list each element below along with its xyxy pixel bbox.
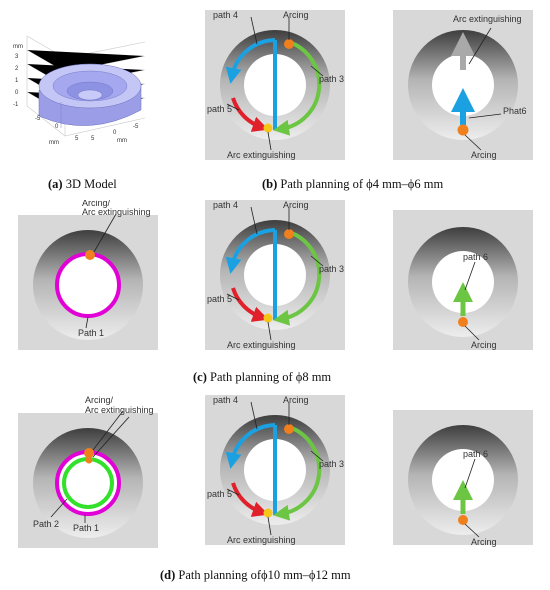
label-arcing: Arcing — [283, 200, 309, 210]
label-path3: path 3 — [319, 264, 344, 274]
label-arcing: Arcing — [471, 537, 497, 547]
arcing-marker — [457, 124, 469, 136]
axis-unit-y: mm — [117, 138, 127, 144]
label-arcing: Arcing — [283, 395, 309, 405]
label-arcing-slash: Arcing/ — [85, 395, 114, 405]
path-plan-c-circle: Arcing/ Arc extinguishing Path 1 — [18, 200, 158, 350]
svg-text:5: 5 — [75, 136, 79, 142]
label-path4: path 4 — [213, 200, 238, 210]
svg-text:2: 2 — [15, 66, 19, 72]
label-path1: Path 1 — [73, 523, 99, 533]
label-path5: path 5 — [207, 294, 232, 304]
svg-text:-5: -5 — [35, 116, 41, 122]
svg-text:0: 0 — [113, 130, 117, 136]
path-plan-c-straight: path 6 Arcing — [393, 210, 533, 350]
arcing-marker — [84, 448, 94, 458]
label-path6: path 6 — [463, 252, 488, 262]
caption-c: (c) Path planning of ϕ8 mm — [193, 370, 332, 384]
path3-arrow — [273, 40, 322, 136]
svg-text:5: 5 — [91, 136, 95, 142]
label-arc-extinguishing: Arc extinguishing — [227, 340, 296, 350]
svg-text:3: 3 — [15, 54, 19, 60]
label-arc-extinguishing: Arc extinguishing — [82, 207, 151, 217]
caption-a: (a) 3D Model — [48, 177, 117, 191]
label-path5: path 5 — [207, 104, 232, 114]
caption-d: (d) Path planning ofϕ10 mm–ϕ12 mm — [160, 568, 351, 582]
label-arc-extinguishing: Arc extinguishing — [453, 14, 522, 24]
arcing-marker — [284, 39, 294, 49]
path-plan-c-spiral: path 4 Arcing path 3 path 5 Arc extingui… — [205, 200, 345, 350]
path-plan-b-straight: Arc extinguishing Phat6 Arcing — [393, 10, 533, 160]
path-plan-d-spiral: path 4 Arcing path 3 path 5 Arc extingui… — [205, 395, 345, 545]
label-phat6: Phat6 — [503, 106, 527, 116]
label-arcing-slash: Arcing/ — [82, 200, 111, 208]
path4-arrow — [225, 38, 276, 84]
label-arc-extinguishing: Arc extinguishing — [227, 535, 296, 545]
axis-unit-x: mm — [49, 140, 59, 146]
label-path3: path 3 — [319, 74, 344, 84]
path-plan-d-straight: path 6 Arcing — [393, 410, 533, 547]
arc-extinguishing-marker — [263, 508, 273, 518]
path3-arrow — [273, 425, 322, 521]
label-path2: Path 2 — [33, 519, 59, 529]
label-arcing: Arcing — [471, 150, 497, 160]
label-path4: path 4 — [213, 10, 238, 20]
arcing-marker — [85, 250, 95, 260]
path-plan-b-spiral: path 4 Arcing path 3 path 5 Arc extingui… — [205, 10, 345, 160]
axis-unit-z: mm — [13, 44, 23, 50]
path3-arrow — [273, 230, 322, 326]
label-path3: path 3 — [319, 459, 344, 469]
label-path5: path 5 — [207, 489, 232, 499]
arcing-marker — [458, 515, 468, 525]
path5-arrow — [231, 287, 269, 322]
label-arcing: Arcing — [283, 10, 309, 20]
svg-text:-1: -1 — [13, 102, 19, 108]
path4-arrow — [225, 423, 276, 469]
label-path6: path 6 — [463, 449, 488, 459]
path4-arrow — [225, 228, 276, 274]
label-arcing: Arcing — [471, 340, 497, 350]
path5-arrow — [231, 482, 269, 517]
inner-arcing-marker — [85, 456, 93, 464]
svg-text:0: 0 — [55, 124, 59, 130]
svg-text:0: 0 — [15, 90, 19, 96]
arc-extinguishing-marker — [263, 313, 273, 323]
label-arc-extinguishing: Arc extinguishing — [85, 405, 154, 415]
path5-arrow — [231, 97, 269, 132]
svg-text:-5: -5 — [133, 124, 139, 130]
arcing-marker — [284, 424, 294, 434]
arc-extinguishing-marker — [263, 123, 273, 133]
label-arc-extinguishing: Arc extinguishing — [227, 150, 296, 160]
model-3d-panel: mm 3 2 1 0 -1 -5 0 5 mm 5 0 -5 mm — [5, 28, 155, 148]
svg-text:1: 1 — [15, 78, 19, 84]
caption-b: (b) Path planning of ϕ4 mm–ϕ6 mm — [262, 177, 444, 191]
arcing-marker — [458, 317, 468, 327]
label-path1: Path 1 — [78, 328, 104, 338]
path-plan-d-circles: Arcing/ Arc extinguishing Path 2 Path 1 — [18, 395, 158, 548]
label-path4: path 4 — [213, 395, 238, 405]
arcing-marker — [284, 229, 294, 239]
